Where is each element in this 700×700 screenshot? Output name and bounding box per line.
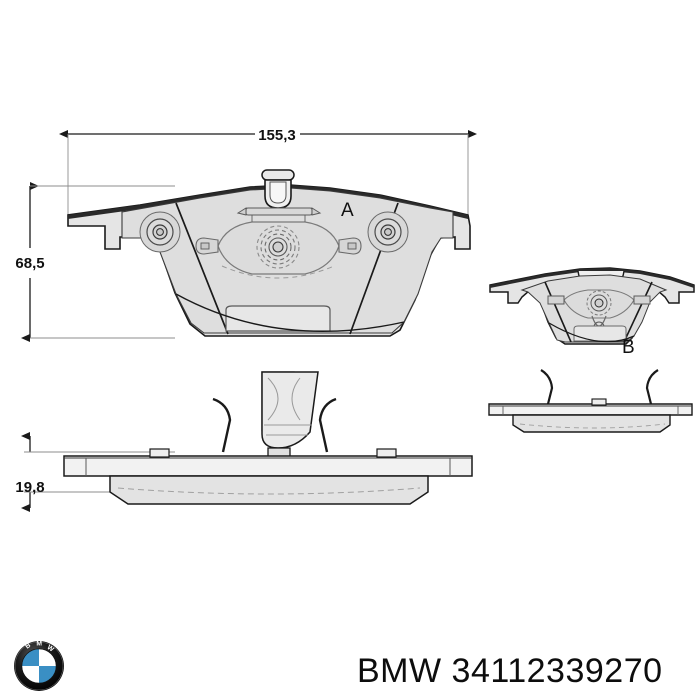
footer-bar (0, 632, 700, 700)
pad-a-clip-right (318, 397, 337, 453)
pad-a-score-left (175, 202, 229, 335)
pad-a-rivet-right (367, 211, 409, 253)
pad-a-edge-backing-plate (63, 455, 473, 477)
pad-b-side-view (488, 369, 693, 433)
dimension-thickness: 19,8 (15, 432, 175, 512)
pad-b-clip-left (540, 369, 554, 405)
dimension-width: 155,3 (59, 127, 477, 215)
logo-letter-m: M (36, 641, 42, 648)
logo-letter-b: B (24, 642, 32, 651)
pad-b-bottom-slot (573, 325, 627, 342)
pad-a-edge-tab-right (376, 448, 397, 458)
dimension-thickness-value: 19,8 (15, 479, 44, 496)
pad-b-lower-arc (548, 322, 635, 343)
pad-a-side-view (63, 371, 473, 505)
logo-quadrant-blue-br (39, 666, 57, 684)
pad-a-bottom-slot (225, 305, 331, 332)
dimension-width-value: 155,3 (258, 127, 296, 144)
pad-a-spring-clip (195, 207, 362, 279)
pad-a-clip-left (212, 397, 232, 453)
part-number-caption: BMW 34112339270 (357, 652, 663, 690)
pad-b-top-rail (490, 268, 694, 288)
dimension-height: 68,5 (15, 182, 175, 342)
dimension-height-value: 68,5 (15, 255, 44, 272)
pad-b-score-right (623, 281, 653, 343)
pad-b-edge-tab (591, 398, 607, 406)
logo-quadrant-blue-tl (21, 648, 39, 666)
pad-a-lower-arc (175, 293, 405, 332)
pad-a-edge-friction-block (109, 475, 429, 505)
logo-letter-w: W (46, 644, 56, 654)
bmw-roundel-logo: B M W (10, 640, 68, 692)
part-label-b: B (622, 337, 635, 358)
pad-a-top-rail (68, 185, 468, 219)
pad-a-front-view (67, 169, 471, 337)
pad-b-edge-friction-block (512, 414, 671, 433)
pad-a-rivet-left (139, 211, 181, 253)
pad-a-sensor-body (261, 371, 319, 461)
pad-b-clip-right (645, 369, 659, 405)
part-label-a: A (341, 200, 354, 221)
pad-b-edge-backing-plate (488, 403, 693, 416)
pad-a-wear-sensor-boss (261, 169, 295, 209)
pad-a-edge-tab-left (149, 448, 170, 458)
pad-b-front-view (489, 267, 695, 345)
